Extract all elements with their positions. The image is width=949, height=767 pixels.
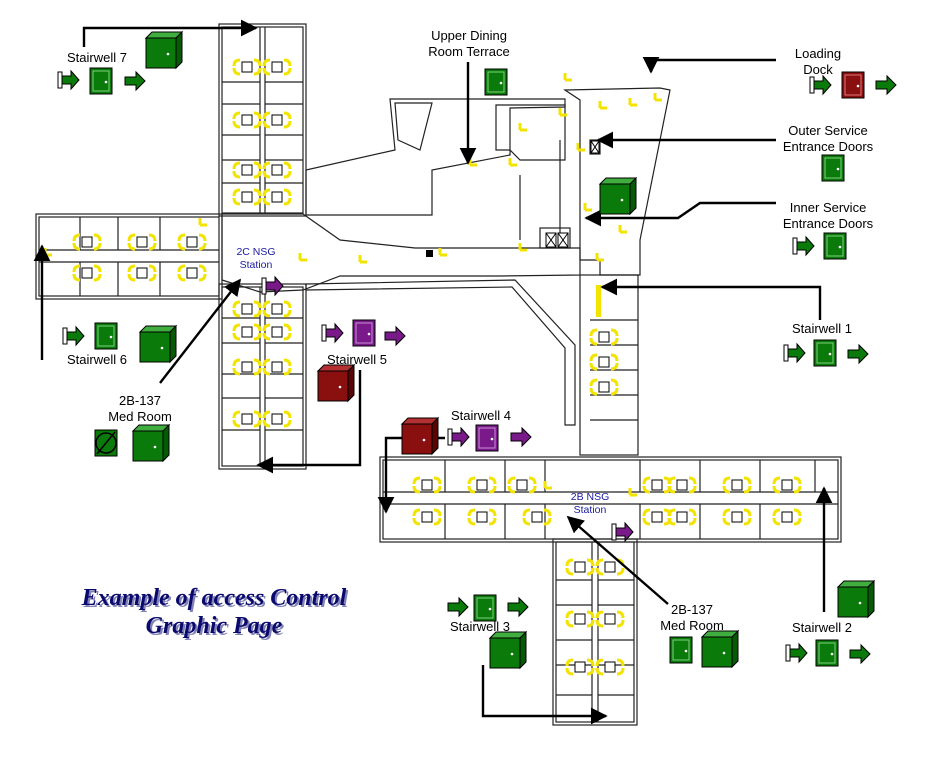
- label-stairwell-3: Stairwell 3: [450, 619, 510, 634]
- stairwell-1-controls[interactable]: [783, 339, 869, 367]
- label-med-room-left-line1: 2B-137: [119, 393, 161, 408]
- page-title-line2-shadow: Graphic Page: [148, 615, 285, 641]
- arrow-icon[interactable]: [510, 427, 532, 447]
- med-room-left-controls[interactable]: [94, 424, 170, 462]
- label-med-room-bottom-line2: Med Room: [660, 618, 724, 633]
- arrow-icon[interactable]: [384, 326, 406, 346]
- arrow-icon[interactable]: [849, 644, 871, 664]
- arrow-icon[interactable]: [57, 70, 80, 90]
- arrow-icon[interactable]: [875, 75, 897, 95]
- label-2b-nsg-line1: 2B NSG: [571, 491, 610, 503]
- cabinet-icon[interactable]: [837, 580, 875, 618]
- label-2b-nsg-line2: Station: [574, 504, 607, 516]
- outer-service-door-icon[interactable]: [821, 154, 845, 182]
- inner-service-controls[interactable]: [792, 232, 847, 260]
- 2c-station-door[interactable]: [261, 276, 284, 296]
- arrow-icon[interactable]: [809, 75, 832, 95]
- page-title-line1-shadow: Example of access Control: [83, 587, 349, 613]
- label-upper-dining-line1: Upper Dining: [431, 28, 507, 43]
- door-icon[interactable]: [813, 339, 837, 367]
- door-icon[interactable]: [94, 322, 118, 350]
- label-loading-line2: Dock: [803, 62, 833, 77]
- door-icon[interactable]: [352, 319, 376, 347]
- cabinet-icon[interactable]: [139, 325, 177, 363]
- service-cabinet-icon[interactable]: [599, 177, 637, 215]
- arrow-icon[interactable]: [62, 326, 85, 346]
- page-title: Example of access Control Example of acc…: [81, 585, 349, 641]
- 2b-station-arrow-icon[interactable]: [611, 522, 634, 542]
- door-icon[interactable]: [473, 594, 497, 622]
- door-icon[interactable]: [669, 636, 693, 664]
- label-med-room-bottom-line1: 2B-137: [671, 602, 713, 617]
- label-inner-service-line1: Inner Service: [790, 200, 867, 215]
- page-title-line1: Example of access Control: [81, 585, 347, 611]
- cabinet-icon[interactable]: [317, 364, 355, 402]
- elevator-icons: [545, 140, 600, 248]
- cabinet-icon[interactable]: [489, 631, 527, 669]
- label-stairwell-7: Stairwell 7: [67, 50, 127, 65]
- loading-dock-controls[interactable]: [809, 71, 897, 99]
- disabled-door-icon[interactable]: [94, 429, 118, 457]
- label-stairwell-1: Stairwell 1: [792, 321, 852, 336]
- cabinet-icon[interactable]: [701, 630, 739, 668]
- arrow-icon[interactable]: [447, 427, 470, 447]
- door-icon[interactable]: [841, 71, 865, 99]
- label-stairwell-5: Stairwell 5: [327, 352, 387, 367]
- label-loading-line1: Loading: [795, 46, 841, 61]
- label-upper-dining-line2: Room Terrace: [428, 44, 509, 59]
- leader-lines: [33, 19, 833, 725]
- door-icon[interactable]: [475, 424, 499, 452]
- label-outer-service-line2: Entrance Doors: [783, 139, 874, 154]
- arrow-icon[interactable]: [447, 597, 469, 617]
- stairwell-4-controls[interactable]: [401, 417, 532, 455]
- door-icon[interactable]: [823, 232, 847, 260]
- arrow-icon[interactable]: [124, 71, 146, 91]
- arrow-icon[interactable]: [783, 343, 806, 363]
- label-stairwell-4: Stairwell 4: [451, 408, 511, 423]
- access-door-markers: [43, 58, 802, 676]
- arrow-icon[interactable]: [321, 323, 344, 343]
- med-room-bottom-controls[interactable]: [669, 630, 739, 668]
- label-med-room-left-line2: Med Room: [108, 409, 172, 424]
- arrow-icon[interactable]: [847, 344, 869, 364]
- label-stairwell-6: Stairwell 6: [67, 352, 127, 367]
- arrow-icon[interactable]: [507, 597, 529, 617]
- upper-dining-door-icon[interactable]: [484, 68, 508, 96]
- cabinet-icon[interactable]: [145, 31, 183, 69]
- arrow-icon[interactable]: [785, 643, 808, 663]
- label-inner-service-line2: Entrance Doors: [783, 216, 874, 231]
- arrow-icon[interactable]: [261, 276, 284, 296]
- label-stairwell-2: Stairwell 2: [792, 620, 852, 635]
- cabinet-icon[interactable]: [401, 417, 439, 455]
- label-outer-service-line1: Outer Service: [788, 123, 867, 138]
- label-2c-nsg-line1: 2C NSG: [236, 246, 275, 258]
- cabinet-icon[interactable]: [132, 424, 170, 462]
- door-icon[interactable]: [89, 67, 113, 95]
- door-icon[interactable]: [815, 639, 839, 667]
- label-2c-nsg-line2: Station: [240, 259, 273, 271]
- arrow-icon[interactable]: [792, 236, 815, 256]
- page-title-line2: Graphic Page: [146, 613, 283, 639]
